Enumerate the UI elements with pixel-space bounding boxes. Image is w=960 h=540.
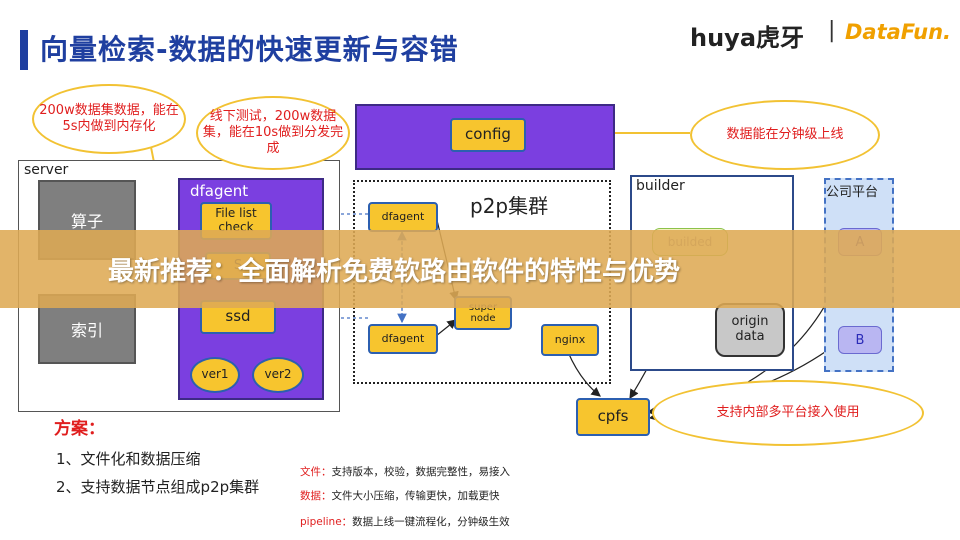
bubble-offline-test: 线下测试，200w数据集，能在10s做到分发完成 (196, 96, 350, 170)
cpfs-node: cpfs (576, 398, 650, 436)
plan-item-1: 1、文件化和数据压缩 (56, 450, 201, 468)
config-panel (355, 104, 615, 170)
platform-b: B (838, 326, 882, 354)
dfagent-label: dfagent (190, 182, 249, 200)
p2p-cluster-label: p2p集群 (470, 194, 549, 218)
datafun-logo: DataFun. (845, 20, 952, 44)
builder-label: builder (636, 178, 685, 194)
note-pipeline: pipeline：数据上线一键流程化，分钟级生效 (300, 516, 510, 528)
ver1-node: ver1 (190, 357, 240, 393)
plan-title: 方案： (54, 419, 105, 439)
ver2-node: ver2 (252, 357, 304, 393)
bubble-multi-platform: 支持内部多平台接入使用 (652, 380, 924, 446)
plan-item-2: 2、支持数据节点组成p2p集群 (56, 478, 260, 496)
nginx-node: nginx (541, 324, 599, 356)
bubble-load-5s: 200w数据集数据，能在5s内做到内存化 (32, 84, 186, 154)
company-platform-label: 公司平台 (826, 185, 879, 200)
bubble-minute-online: 数据能在分钟级上线 (690, 100, 880, 170)
note-data: 数据：文件大小压缩，传输更快，加载更快 (300, 490, 500, 502)
page-title: 向量检索-数据的快速更新与容错 (40, 33, 459, 66)
logo-separator: | (828, 18, 836, 43)
origin-data-node: origin data (715, 303, 785, 357)
p2p-dfagent-bottom-node: dfagent (368, 324, 438, 354)
title-accent-bar (20, 30, 28, 70)
server-label: server (24, 162, 69, 178)
config-node: config (450, 118, 526, 152)
recommendation-banner[interactable] (0, 230, 960, 308)
banner-text[interactable]: 最新推荐：全面解析免费软路由软件的特性与优势 (108, 257, 681, 287)
note-file: 文件：支持版本，校验，数据完整性，易接入 (300, 466, 510, 478)
huya-logo: huya虎牙 (690, 24, 805, 52)
p2p-dfagent-top-node: dfagent (368, 202, 438, 232)
